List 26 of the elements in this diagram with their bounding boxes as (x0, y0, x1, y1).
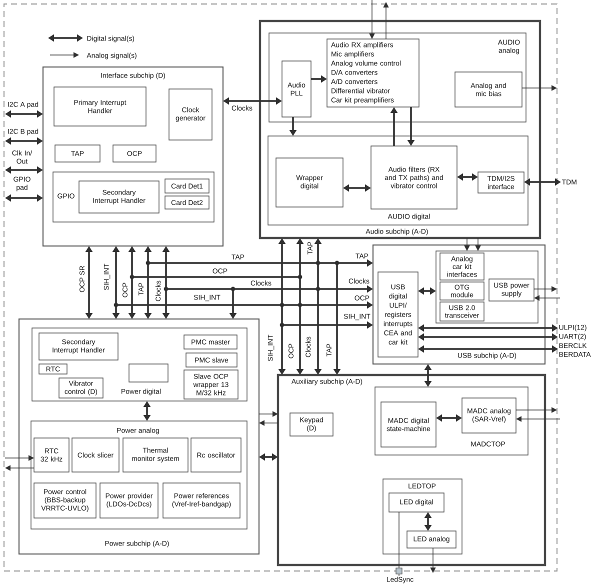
arrow (516, 407, 557, 413)
bus-line (281, 305, 283, 325)
bus-line (132, 276, 300, 278)
arrow (430, 548, 436, 573)
arrow (534, 295, 560, 301)
bus-line (166, 288, 233, 290)
arrow (516, 416, 560, 422)
arrow (259, 420, 278, 426)
arrow (534, 286, 557, 292)
arrow (369, 0, 375, 39)
arrow (5, 465, 34, 471)
arrow (258, 411, 278, 417)
connector-line (398, 512, 400, 576)
function-block (128, 364, 168, 382)
chip-outline (4, 4, 558, 572)
group-box (436, 250, 538, 324)
bus-line (318, 262, 337, 264)
arrow (522, 85, 557, 91)
bus-line (148, 262, 318, 264)
bus-line (233, 288, 318, 290)
arrow (475, 238, 481, 251)
bus-line (116, 304, 300, 306)
bus-line (299, 277, 301, 305)
arrow (464, 238, 470, 251)
arrow (383, 2, 389, 40)
arrow (4, 455, 34, 461)
